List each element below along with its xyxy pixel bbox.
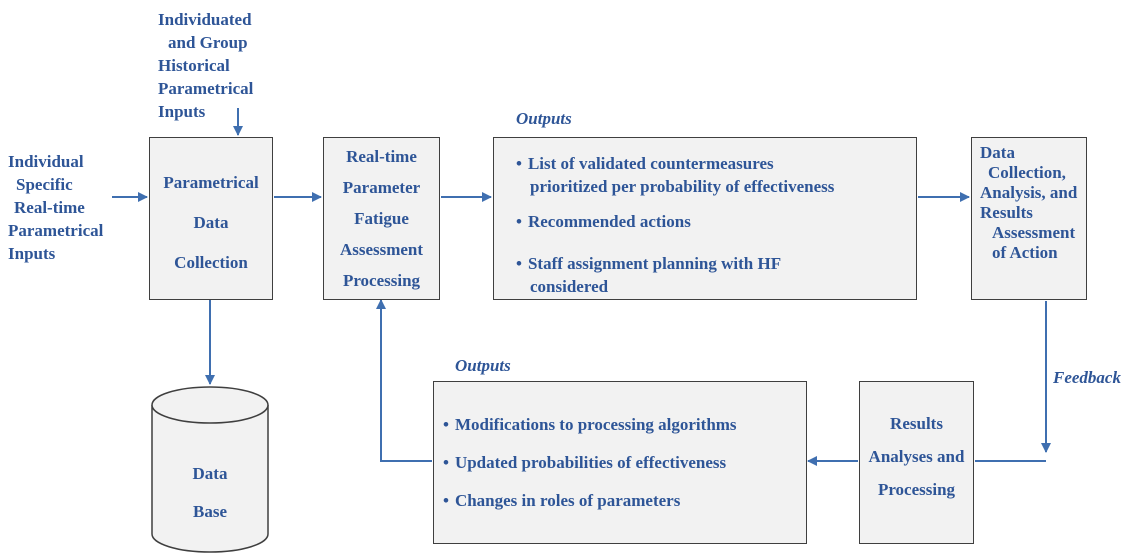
top-output-text-1: List of validated countermeasures [527,154,774,173]
top-output-item-1: • List of validated countermeasures [516,152,774,175]
data-collection-box [149,137,273,300]
realtime-line-2: Specific [16,175,73,194]
assessment-line-4: Results [980,203,1033,222]
top-output-item-2: • Recommended actions [516,210,691,233]
processing-line-3: Fatigue [354,209,409,228]
fatigue-processing-box [323,137,440,300]
assessment-label: Data Collection, Analysis, and Results A… [980,143,1077,263]
data-collection-label: Parametrical Data Collection [149,163,273,283]
assessment-line-6: of Action [992,243,1058,262]
realtime-line-1: Individual [8,152,84,171]
arrow-outputs-to-processing [376,299,432,462]
bottom-output-text-3: Changes in roles of parameters [454,491,681,510]
bottom-outputs-label: Outputs [455,356,511,375]
bottom-output-text-2: Updated probabilities of effectiveness [454,453,727,472]
bottom-outputs-box [433,381,807,544]
assessment-line-3: Analysis, and [980,183,1078,202]
results-line-1: Results [890,414,943,433]
historical-line-5: Inputs [158,102,206,121]
bottom-output-item-3: • Changes in roles of parameters [443,489,680,512]
historical-line-2: and Group [168,33,248,52]
database-label: Data Base [152,455,268,531]
realtime-line-5: Inputs [8,244,56,263]
historical-line-1: Individuated [158,10,252,29]
top-output-item-3-cont: considered [530,277,609,296]
processing-line-1: Real-time [346,147,417,166]
bullet-2: • [516,212,522,231]
processing-line-5: Processing [342,271,421,290]
top-output-item-3: • Staff assignment planning with HF [516,252,781,275]
bottom-output-text-1: Modifications to processing algorithms [454,415,737,434]
collection-line-1: Parametrical [163,173,259,192]
realtime-line-4: Parametrical [8,221,104,240]
historical-line-4: Parametrical [158,79,254,98]
top-output-text-3: Staff assignment planning with HF [527,254,782,273]
collection-line-3: Collection [174,253,248,272]
assessment-line-1: Data [980,143,1015,162]
realtime-line-3: Real-time [14,198,85,217]
results-line-2: Analyses and [868,447,965,466]
results-label: Results Analyses and Processing [859,407,974,506]
bullet-4: • [443,415,449,434]
top-outputs-label: Outputs [516,109,572,128]
bottom-output-item-1: • Modifications to processing algorithms [443,413,737,436]
database-line-2: Base [193,502,227,521]
bullet-3: • [516,254,522,273]
bullet-6: • [443,491,449,510]
collection-line-2: Data [193,213,229,232]
top-outputs-box [493,137,917,300]
historical-line-3: Historical [158,56,230,75]
processing-line-2: Parameter [342,178,421,197]
database-cylinder [151,386,269,553]
processing-line-4: Assessment [339,240,424,259]
feedback-label: Feedback [1053,368,1121,387]
top-output-item-1-cont: prioritized per probability of effective… [530,177,835,196]
bullet-5: • [443,453,449,472]
historical-inputs-label: Individuated and Group Historical Parame… [158,8,253,123]
bullet-1: • [516,154,522,173]
realtime-inputs-label: Individual Specific Real-time Parametric… [8,150,103,265]
fatigue-processing-label: Real-time Parameter Fatigue Assessment P… [323,141,440,296]
top-output-text-2: Recommended actions [527,212,691,231]
assessment-line-5: Assessment [992,223,1076,242]
database-line-1: Data [192,464,228,483]
results-line-3: Processing [877,480,956,499]
assessment-box [971,137,1087,300]
bottom-output-item-2: • Updated probabilities of effectiveness [443,451,726,474]
results-box [859,381,974,544]
assessment-line-2: Collection, [988,163,1066,182]
